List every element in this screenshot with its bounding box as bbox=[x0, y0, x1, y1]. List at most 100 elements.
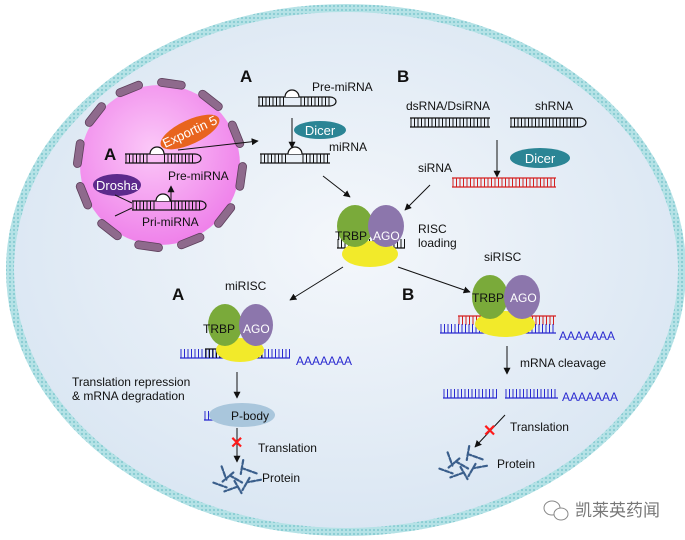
risc-trbp-label: TRBP bbox=[335, 229, 367, 243]
envelope-segment bbox=[97, 219, 122, 241]
sirisc-pathway-label: B bbox=[402, 285, 414, 304]
risc-ago-label: AGO bbox=[373, 229, 400, 243]
arrow-to-sirisc bbox=[397, 266, 471, 294]
shrna bbox=[510, 117, 587, 128]
mirisc-trbp-label: TRBP bbox=[203, 322, 235, 336]
shrna-label: shRNA bbox=[535, 99, 573, 113]
sirisc-ago-protein bbox=[504, 275, 540, 319]
envelope-segment bbox=[115, 80, 143, 98]
risc-loading-line2: loading bbox=[418, 236, 457, 250]
envelope-segment bbox=[73, 139, 85, 168]
protein-label-a: Protein bbox=[262, 471, 300, 485]
protein-fragment bbox=[220, 465, 228, 481]
sirna-label: siRNA bbox=[418, 161, 452, 175]
dicer-label-b: Dicer bbox=[525, 151, 556, 166]
pri-mirna-label: Pri-miRNA bbox=[142, 215, 199, 229]
blocked-x-icon-a: ✕ bbox=[230, 435, 243, 452]
dsrna-duplex bbox=[410, 118, 490, 128]
protein-fragment bbox=[465, 445, 471, 461]
protein-fragment bbox=[228, 474, 244, 484]
mirisc-ago-label: AGO bbox=[243, 322, 270, 336]
envelope-segment bbox=[157, 78, 186, 90]
blocked-x-icon-b: ✕ bbox=[483, 423, 496, 440]
arrow-translation-b bbox=[474, 414, 506, 448]
protein-fragment bbox=[239, 459, 245, 475]
protein-fragment bbox=[223, 485, 239, 493]
envelope-segment bbox=[198, 89, 223, 111]
dicer-protein-b bbox=[510, 148, 570, 168]
envelope-segment bbox=[235, 162, 247, 191]
protein-fragment bbox=[212, 481, 228, 489]
translation-label-a: Translation bbox=[258, 441, 317, 455]
envelope-segment bbox=[84, 102, 106, 127]
sirisc-title: siRISC bbox=[484, 250, 522, 264]
protein-fragment bbox=[242, 467, 258, 475]
p-body-label: P-body bbox=[231, 409, 269, 423]
envelope-segment bbox=[214, 203, 236, 228]
nucleus-pre-mirna bbox=[125, 146, 202, 164]
arrow-export bbox=[177, 138, 259, 151]
drosha-protein bbox=[93, 174, 141, 196]
risc-rna-binding-domain bbox=[342, 241, 398, 267]
envelope-segment bbox=[134, 240, 163, 252]
p-body bbox=[209, 403, 275, 427]
protein-fragment bbox=[468, 453, 484, 461]
protein-fragment bbox=[233, 479, 243, 495]
protein-label-b: Protein bbox=[497, 457, 535, 471]
nucleus-pre-mirna-label: Pre-miRNA bbox=[168, 169, 229, 183]
sirisc-trbp-protein bbox=[472, 275, 508, 319]
protein-fragment bbox=[446, 451, 454, 467]
protein-fragment bbox=[449, 471, 465, 479]
trbp-protein bbox=[337, 205, 373, 247]
risc-loading-line1: RISC bbox=[418, 222, 447, 236]
mirisc-effect-line2: & mRNA degradation bbox=[72, 389, 185, 403]
protein-fragment bbox=[459, 465, 469, 481]
protein-fragment bbox=[246, 478, 262, 484]
protein-fragment bbox=[467, 462, 477, 478]
mirna-label: miRNA bbox=[329, 140, 367, 154]
protein-icon-a bbox=[212, 459, 262, 495]
mirisc-title: miRISC bbox=[225, 279, 267, 293]
nucleus-label-a: A bbox=[104, 145, 116, 164]
mrna-cleavage-label: mRNA cleavage bbox=[520, 356, 606, 370]
pri-mirna-tail-top bbox=[114, 194, 133, 204]
pathway-b-label: B bbox=[397, 67, 409, 86]
pri-mirna bbox=[132, 193, 207, 211]
translation-label-b: Translation bbox=[510, 420, 569, 434]
protein-fragment bbox=[221, 471, 235, 483]
mirisc-trbp-protein bbox=[208, 304, 242, 346]
sirisc-polya-tail: AAAAAAA bbox=[559, 329, 615, 343]
mirisc-pathway-label: A bbox=[172, 285, 184, 304]
dicer-protein-a bbox=[294, 121, 346, 139]
dsrna-label: dsRNA/DsiRNA bbox=[406, 99, 490, 113]
mirisc-effect-line1: Translation repression bbox=[72, 375, 190, 389]
cleaved-polya-tail: AAAAAAA bbox=[562, 390, 618, 404]
arrow-to-mirisc bbox=[289, 266, 344, 301]
mirisc-ago-protein bbox=[239, 304, 273, 346]
mirna-duplex bbox=[260, 146, 330, 164]
dicer-label-a: Dicer bbox=[305, 123, 336, 138]
mirisc-polya-tail: AAAAAAA bbox=[296, 354, 352, 368]
exportin-5-protein bbox=[160, 114, 220, 150]
pathway-a-label: A bbox=[240, 67, 252, 86]
sirna-duplex bbox=[452, 178, 556, 188]
ago-protein bbox=[368, 205, 404, 247]
protein-fragment bbox=[447, 457, 461, 469]
drosha-label: Drosha bbox=[96, 178, 139, 193]
pri-mirna-tail-bottom bbox=[114, 207, 133, 217]
envelope-segment bbox=[75, 182, 93, 210]
sirisc-ago-label: AGO bbox=[510, 291, 537, 305]
arrow-sirna-to-risc bbox=[404, 184, 431, 211]
arrow-mirna-to-risc bbox=[322, 175, 351, 198]
protein-fragment bbox=[241, 476, 251, 492]
protein-fragment bbox=[472, 464, 488, 470]
pre-mirna-label: Pre-miRNA bbox=[312, 80, 373, 94]
protein-icon-b bbox=[438, 445, 488, 481]
cleaved-mrna-3prime bbox=[505, 389, 558, 399]
rna-strands bbox=[125, 89, 587, 421]
pre-mirna bbox=[258, 89, 337, 107]
envelope-segment bbox=[177, 232, 205, 250]
envelope-segment bbox=[227, 120, 245, 148]
